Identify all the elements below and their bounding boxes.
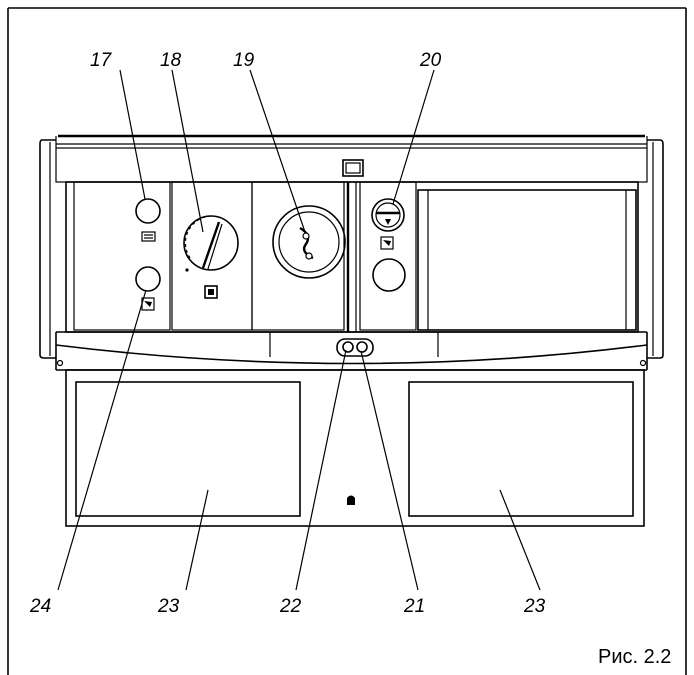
callout-23-left: 23 [157, 596, 180, 617]
switch-24 [135, 266, 161, 292]
indicator-20-symbol [380, 236, 394, 250]
cover-panel-left [75, 381, 301, 517]
dial-18-indicator [204, 285, 218, 299]
switch-17-symbol [141, 231, 156, 242]
switch-17 [135, 198, 161, 224]
callout-23-right: 23 [523, 596, 546, 617]
callout-18: 18 [160, 50, 182, 71]
figure-caption: Рис. 2.2 [598, 646, 671, 668]
gauge-19 [272, 205, 346, 279]
callout-22: 22 [279, 596, 302, 617]
led-housing [336, 338, 374, 357]
module-dial [171, 181, 253, 331]
module-20 [359, 181, 417, 331]
callout-19: 19 [233, 50, 255, 71]
panel-lower-strip [55, 331, 648, 371]
callout-21: 21 [403, 596, 425, 617]
led-22 [342, 341, 354, 353]
callout-20: 20 [419, 50, 442, 71]
panel-lower-cover [65, 369, 645, 527]
module-left [73, 181, 171, 331]
module-right-blank [417, 189, 637, 331]
cover-lock-icon [347, 495, 355, 505]
divider [346, 182, 357, 332]
indicator-20 [371, 198, 405, 232]
callout-24: 24 [29, 596, 51, 617]
page-frame [7, 7, 687, 675]
leader-lines [57, 69, 541, 591]
module-gauge [251, 181, 346, 331]
button-20-lower [372, 258, 406, 292]
callout-17: 17 [90, 50, 113, 71]
panel-housing [39, 134, 664, 359]
led-21 [356, 341, 368, 353]
cover-panel-right [408, 381, 634, 517]
